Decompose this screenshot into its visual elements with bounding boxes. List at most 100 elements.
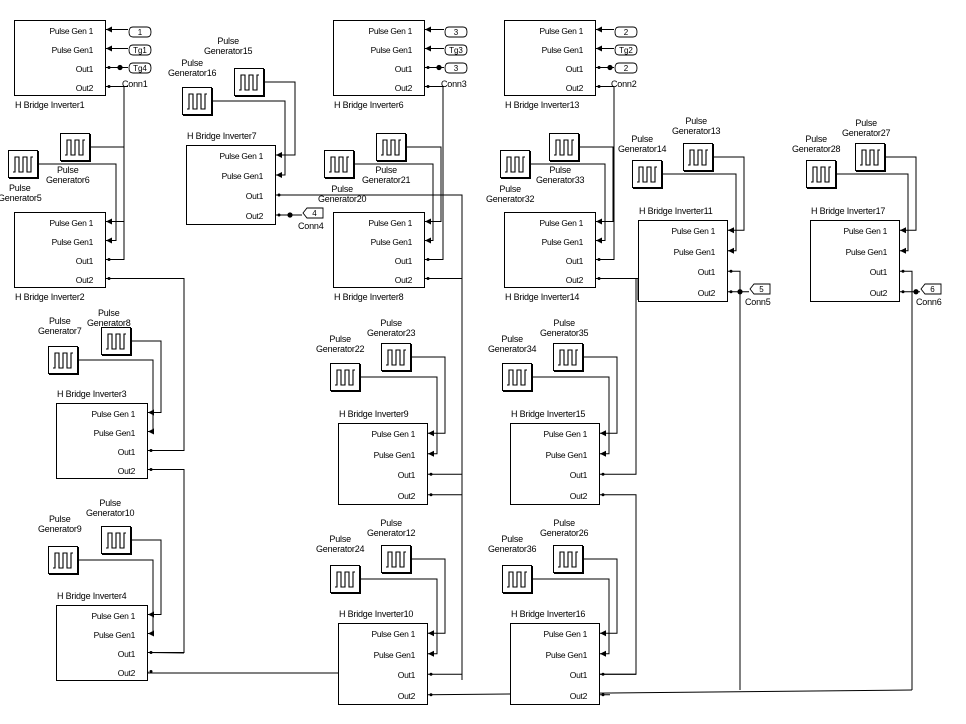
- pulse-generator-pg9[interactable]: [48, 546, 78, 574]
- pulse-generator-pg26[interactable]: [553, 545, 583, 573]
- signal-line: [148, 469, 185, 653]
- square-wave-icon: [106, 333, 126, 350]
- port-label: Out1: [397, 470, 416, 481]
- output-terminal: [107, 277, 111, 280]
- connection-port-label: Conn5: [745, 297, 771, 307]
- pulse-generator-pg16[interactable]: [182, 87, 212, 115]
- pulse-generator-pg6[interactable]: [60, 133, 90, 161]
- port-label: Out2: [697, 287, 716, 298]
- output-terminal: [149, 670, 153, 673]
- pulse-generator-pg21[interactable]: [376, 133, 406, 161]
- output-terminal: [597, 277, 601, 280]
- arrowhead: [900, 247, 906, 254]
- block-name-label: H Bridge Inverter4: [57, 591, 127, 601]
- port-label: Pulse Gen1: [845, 246, 888, 257]
- port-label: Pulse Gen1: [373, 449, 416, 460]
- signal-line: [131, 340, 162, 413]
- signal-line: [596, 278, 637, 475]
- block-name-label: H Bridge Inverter17: [811, 206, 886, 216]
- square-wave-icon: [335, 369, 355, 386]
- pulse-generator-pg27[interactable]: [855, 143, 885, 171]
- pulse-generator-pg35[interactable]: [553, 343, 583, 371]
- port-label: Pulse Gen 1: [371, 429, 416, 440]
- square-wave-icon: [386, 551, 406, 568]
- goto-tag-t5: Tg3: [444, 44, 468, 56]
- port-label: Pulse Gen1: [545, 649, 588, 660]
- pulse-generator-pg7[interactable]: [48, 346, 78, 374]
- connection-port-c6: 6: [920, 283, 942, 295]
- pulse-generator-pg8[interactable]: [101, 327, 131, 355]
- pulse-generator-pg24[interactable]: [330, 565, 360, 593]
- pulse-generator-pg22[interactable]: [330, 363, 360, 391]
- pulse-generator-pg13[interactable]: [683, 143, 713, 171]
- junction-dot: [287, 212, 293, 218]
- port-label: Pulse Gen 1: [219, 151, 264, 161]
- port-label: Out2: [245, 211, 264, 221]
- pulse-generator-pg28[interactable]: [806, 160, 836, 188]
- pulse-generator-pg33[interactable]: [549, 133, 579, 161]
- square-wave-icon: [335, 571, 355, 588]
- port-label: Pulse Gen1: [541, 44, 584, 55]
- arrowhead: [596, 45, 602, 52]
- pulse-generator-pg14[interactable]: [632, 160, 662, 188]
- connection-port-label: Conn3: [441, 79, 467, 89]
- arrowhead: [728, 227, 734, 234]
- square-wave-icon: [53, 552, 73, 569]
- output-terminal: [601, 472, 605, 476]
- port-label: Out1: [565, 255, 584, 266]
- signal-line: [406, 146, 442, 222]
- port-label: Pulse Gen1: [93, 629, 136, 640]
- pulse-generator-pg12[interactable]: [381, 545, 411, 573]
- signal-line: [131, 539, 162, 615]
- pulse-generator-pg15[interactable]: [234, 68, 264, 96]
- output-terminal: [601, 672, 605, 676]
- connection-port-label: Conn6: [916, 297, 942, 307]
- pulse-generator-pg5[interactable]: [8, 150, 38, 178]
- square-wave-icon: [637, 166, 657, 183]
- block-name-label: H Bridge Inverter16: [511, 609, 586, 619]
- port-label: Out1: [565, 63, 584, 74]
- pulse-generator-pg34[interactable]: [502, 363, 532, 391]
- pulse-generator-pg36[interactable]: [502, 565, 532, 593]
- pulse-generator-pg23[interactable]: [381, 343, 411, 371]
- arrowhead: [425, 45, 431, 52]
- pulse-generator-pg32[interactable]: [500, 150, 530, 178]
- arrowhead: [148, 630, 154, 637]
- junction-dot: [117, 64, 123, 71]
- port-label: Out1: [117, 648, 136, 659]
- port-label: Pulse Gen 1: [371, 629, 416, 640]
- arrowhead: [276, 152, 282, 158]
- port-label: Out1: [245, 191, 264, 201]
- output-terminal: [597, 258, 601, 261]
- pulse-generator-pg20[interactable]: [324, 150, 354, 178]
- goto-tag-t9: 2: [614, 62, 638, 74]
- pulse-generator-pg10[interactable]: [101, 526, 131, 554]
- square-wave-icon: [507, 571, 527, 588]
- block-name-label: H Bridge Inverter7: [187, 131, 257, 141]
